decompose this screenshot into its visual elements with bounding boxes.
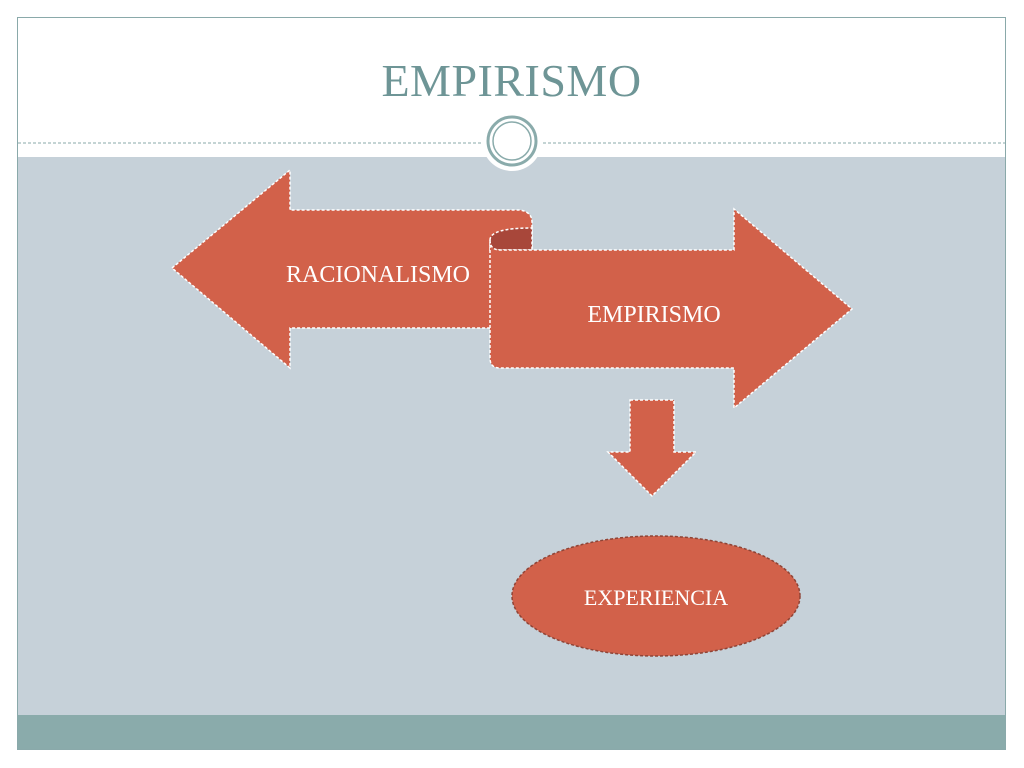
down-arrow-shape bbox=[606, 399, 698, 498]
left-arrow-label: RACIONALISMO bbox=[286, 262, 470, 288]
footer-band bbox=[18, 715, 1005, 749]
right-arrow-label: EMPIRISMO bbox=[587, 302, 720, 328]
right-arrow-shape bbox=[489, 207, 854, 410]
title-ornament-ring-icon bbox=[486, 115, 538, 167]
title-ornament-inner-circle bbox=[492, 121, 532, 161]
left-arrow-shape bbox=[170, 168, 533, 370]
experiencia-ellipse bbox=[511, 535, 801, 657]
title-ornament-outer-circle bbox=[482, 111, 542, 171]
ribbon-fold-shape bbox=[489, 227, 533, 251]
page-title: EMPIRISMO bbox=[381, 55, 642, 106]
experiencia-label: EXPERIENCIA bbox=[584, 585, 728, 610]
